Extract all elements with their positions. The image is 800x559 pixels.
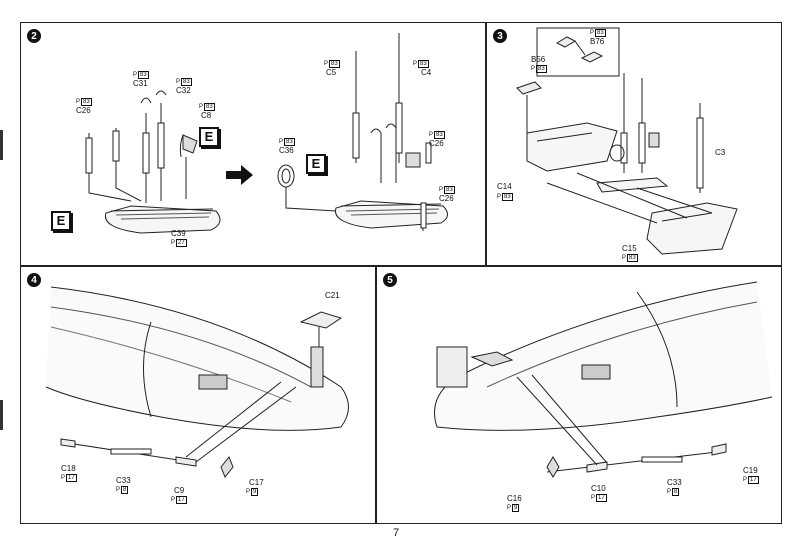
label-c33: C33	[116, 476, 131, 485]
sprue-e-tag-right: E	[199, 127, 219, 147]
page-number: 7	[393, 527, 400, 539]
binding-mark-bottom	[0, 400, 3, 430]
label-c18: C18	[61, 464, 76, 473]
label-c31: C31	[133, 79, 148, 88]
label-c5: C5	[326, 68, 337, 77]
binding-mark-top	[0, 130, 3, 160]
label-c19: C19	[743, 466, 758, 475]
step-4-badge: 4	[27, 273, 41, 287]
step-5-drawing	[434, 281, 773, 478]
label-c8: C8	[201, 111, 212, 120]
step-4-drawing	[45, 286, 349, 478]
step-2-drawing	[85, 33, 448, 234]
label-c33-step5: C33	[667, 478, 682, 487]
step-2-panel: 2	[20, 22, 486, 266]
sprue-e-tag-left: E	[51, 211, 71, 231]
label-c15: C15	[622, 244, 637, 253]
step-3-badge: 3	[493, 29, 507, 43]
label-c14: C14	[497, 182, 512, 191]
label-c26-c: C26	[439, 194, 454, 203]
label-c39: C39	[171, 229, 186, 238]
label-c3: C3	[715, 148, 726, 157]
label-b56: B56	[531, 55, 546, 64]
step-2-badge: 2	[27, 29, 41, 43]
label-c36: C36	[279, 146, 294, 155]
label-c9: C9	[174, 486, 185, 495]
label-c4: C4	[421, 68, 432, 77]
label-b76: B76	[590, 37, 605, 46]
label-c26-b: C26	[429, 139, 444, 148]
step-3-drawing	[516, 27, 738, 255]
label-c32: C32	[176, 86, 191, 95]
step-5-badge: 5	[383, 273, 397, 287]
label-c17: C17	[249, 478, 264, 487]
step-3-panel: 3 B76	[486, 22, 782, 266]
label-c16: C16	[507, 494, 522, 503]
label-c26-a: C26	[76, 106, 91, 115]
sprue-e-tag-step2-right: E	[306, 154, 326, 174]
label-c10: C10	[591, 484, 606, 493]
label-c21: C21	[325, 291, 340, 300]
